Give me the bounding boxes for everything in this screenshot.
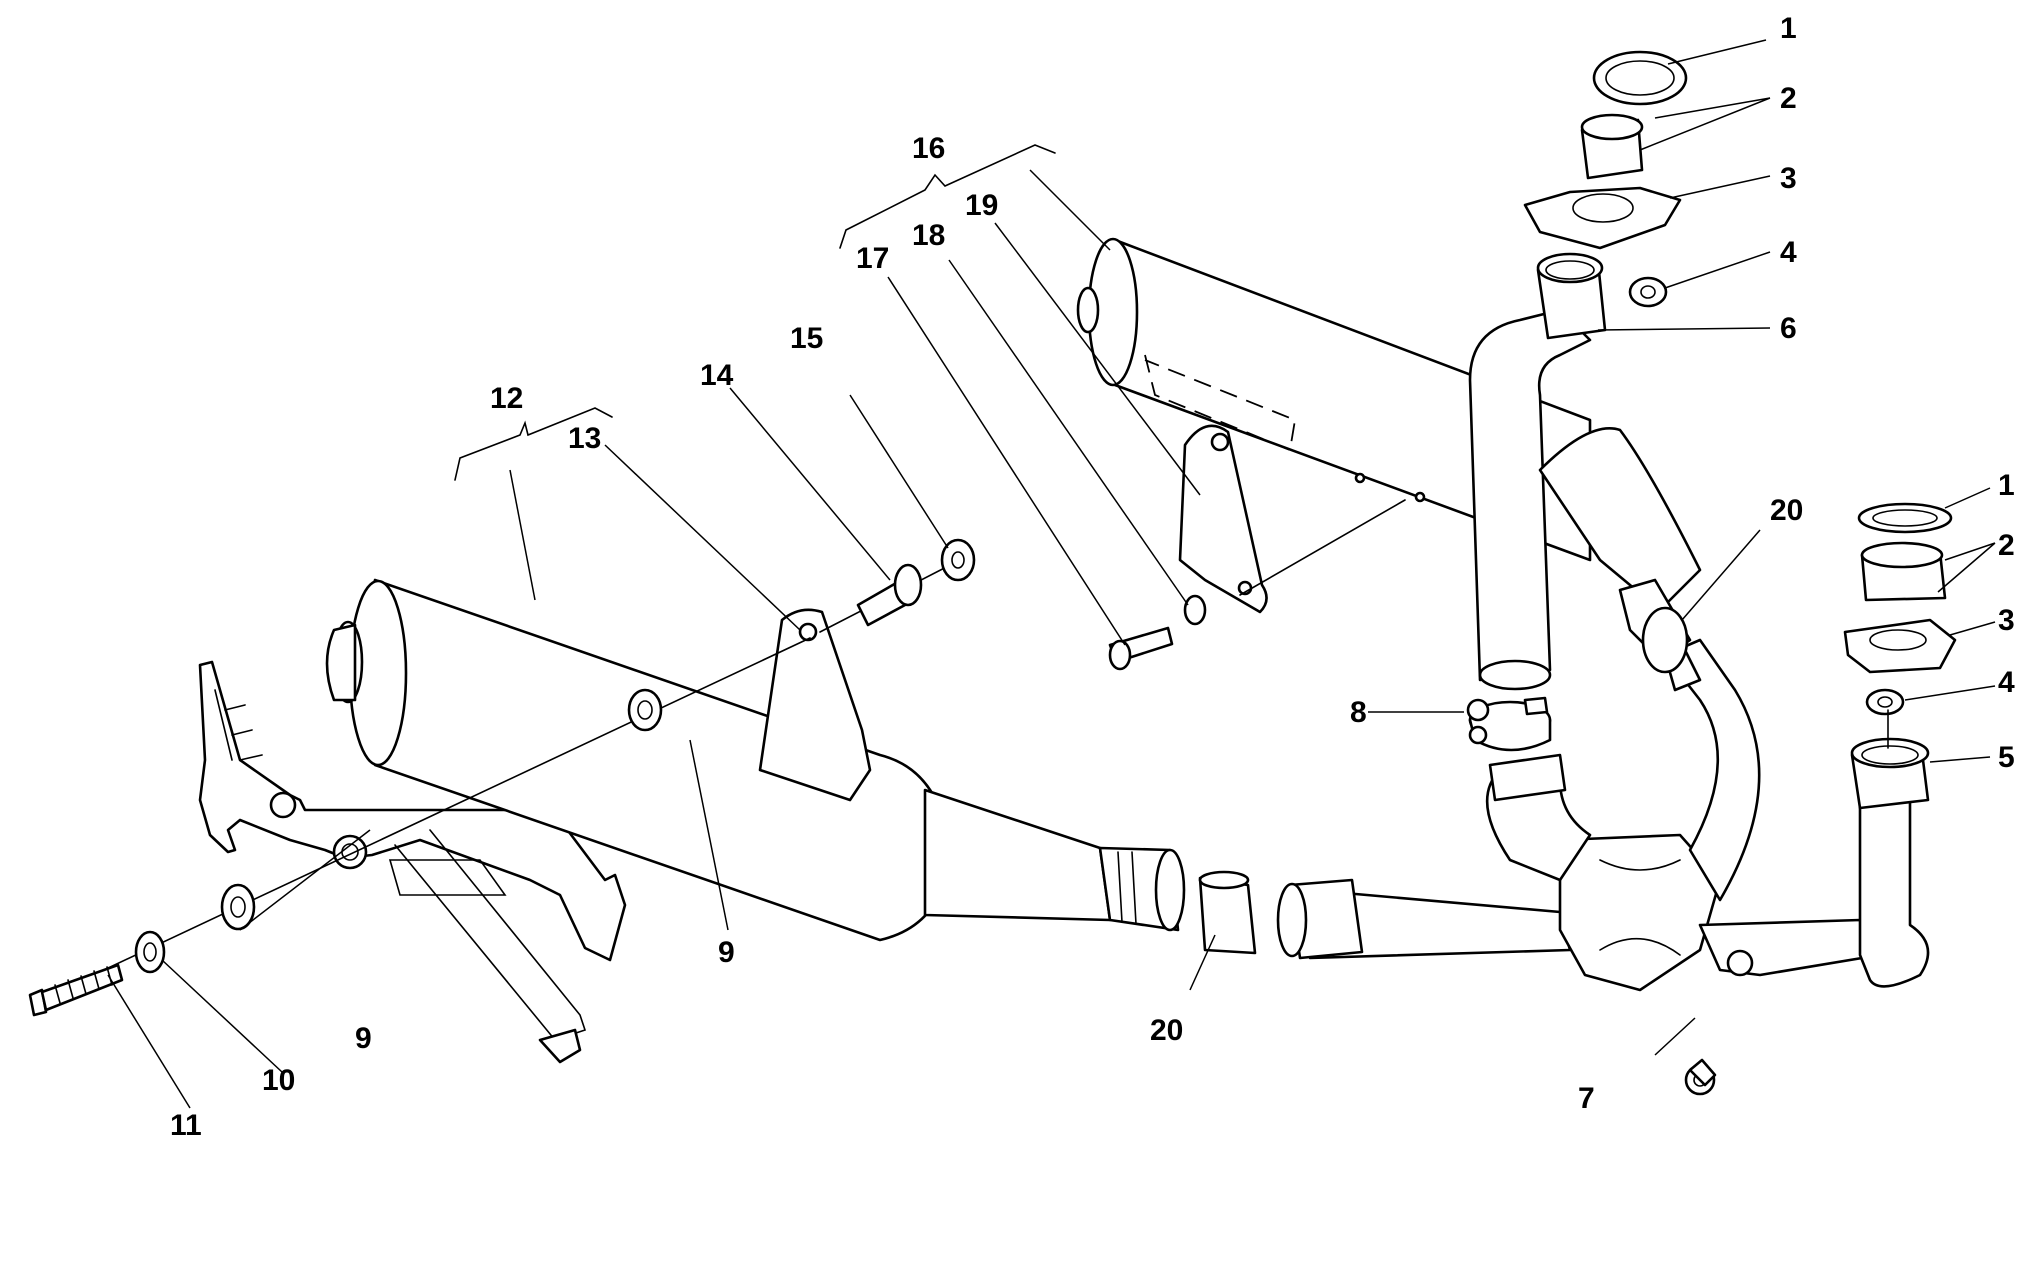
callout-20-bottom: 20 — [1150, 1014, 1183, 1047]
callout-16: 16 — [912, 132, 945, 165]
callout-4-top: 4 — [1780, 236, 1797, 269]
callout-9-center: 9 — [718, 936, 735, 969]
footrest-bracket — [198, 660, 627, 1064]
right-muffler — [1076, 237, 1592, 614]
left-muffler — [325, 578, 1186, 942]
rear-header-pipe — [1468, 252, 1607, 691]
leader-lines — [107, 39, 1996, 1109]
callout-3-right: 3 — [1998, 604, 2015, 637]
connection-sleeve — [1198, 870, 1257, 955]
plug — [1684, 1058, 1717, 1096]
callout-1-right: 1 — [1998, 469, 2015, 502]
callout-1-top: 1 — [1780, 12, 1797, 45]
mount-hardware-upper — [819, 538, 976, 633]
callout-7: 7 — [1578, 1082, 1595, 1115]
callout-14: 14 — [700, 359, 734, 392]
callout-20-right: 20 — [1770, 494, 1803, 527]
callout-5: 5 — [1998, 741, 2015, 774]
group-bracket-12 — [454, 407, 613, 481]
callout-6: 6 — [1780, 312, 1797, 345]
callout-12: 12 — [490, 382, 523, 415]
group-bracket-16 — [839, 144, 1056, 249]
mount-hardware-rear — [1108, 594, 1207, 671]
callout-2-top: 2 — [1780, 82, 1797, 115]
callout-4-right: 4 — [1998, 666, 2015, 699]
callout-9-left: 9 — [355, 1022, 372, 1055]
callout-15: 15 — [790, 322, 823, 355]
callout-11: 11 — [170, 1109, 202, 1142]
callout-19: 19 — [965, 189, 998, 222]
callout-3-top: 3 — [1780, 162, 1797, 195]
callout-17: 17 — [856, 242, 889, 275]
pipe-clamp — [1466, 696, 1552, 752]
callout-13: 13 — [568, 422, 601, 455]
collector-pipe-assembly — [1276, 427, 1930, 992]
callout-10: 10 — [262, 1064, 295, 1097]
rear-head-hardware — [1523, 50, 1688, 308]
front-head-hardware — [1843, 502, 1957, 749]
callout-18: 18 — [912, 219, 945, 252]
callout-2-right: 2 — [1998, 529, 2015, 562]
callout-8: 8 — [1350, 696, 1367, 729]
mount-hardware-left — [28, 637, 811, 1017]
callout-labels: 1 2 3 4 6 1 2 3 4 5 20 8 7 20 9 9 10 11 … — [170, 12, 2015, 1142]
